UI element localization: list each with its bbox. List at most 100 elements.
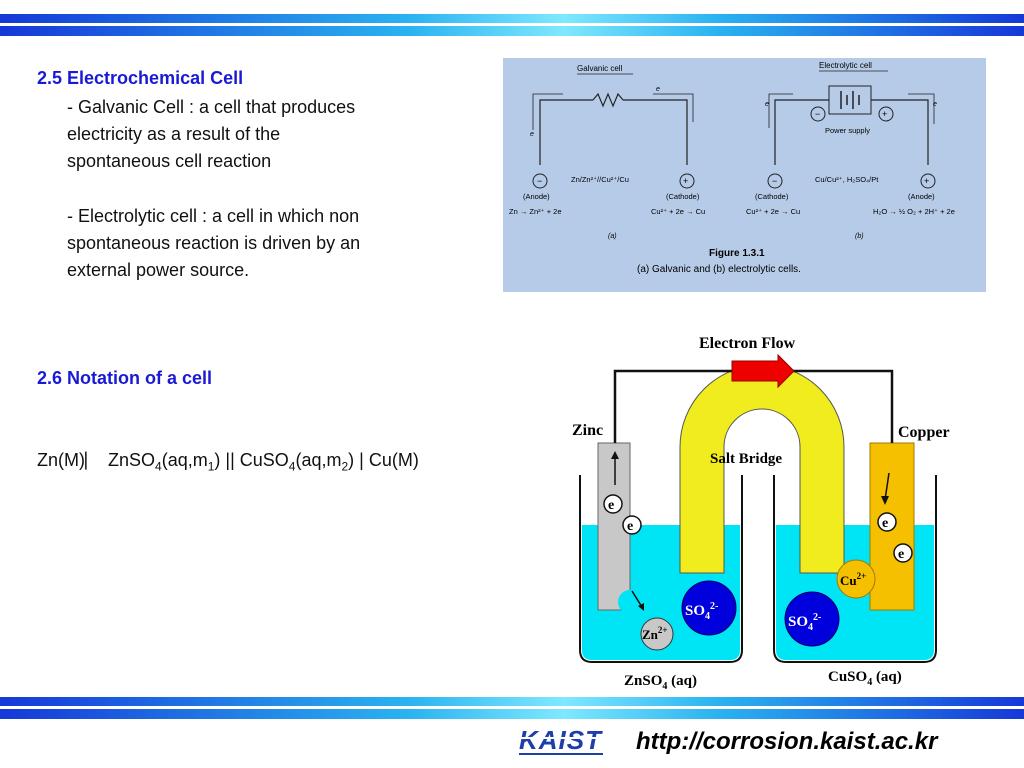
salt-bridge-label: Salt Bridge bbox=[710, 451, 782, 467]
minus-sign: − bbox=[537, 176, 542, 186]
power-supply-box bbox=[828, 85, 872, 115]
cu-reaction: Cu²⁺ + 2e → Cu bbox=[746, 207, 800, 216]
cell-notation: Zn(M)⎸ ZnSO4(aq,m1) || CuSO4(aq,m2) | Cu… bbox=[37, 447, 419, 481]
zn-reaction: Zn → Zn²⁺ + 2e bbox=[509, 207, 562, 216]
cathode-label: (Cathode) bbox=[755, 192, 789, 201]
text-line: spontaneous reaction is driven by an bbox=[67, 233, 361, 253]
a-label: (a) bbox=[608, 233, 617, 240]
galvanic-electrolytic-diagram: Galvanic cell Electrolytic cell e e − + … bbox=[509, 61, 955, 275]
kaist-logo: KAIST bbox=[519, 725, 603, 755]
electrolytic-wire-right bbox=[871, 99, 929, 165]
bottom-banner bbox=[0, 697, 1024, 719]
electrolytic-wire-left bbox=[774, 99, 829, 165]
cuso4-sub: 4 bbox=[867, 677, 872, 688]
electron-symbol: e bbox=[898, 547, 904, 562]
section-heading-electrochemical-cell: 2.5 Electrochemical Cell bbox=[37, 68, 244, 88]
notation-sub: 4 bbox=[155, 459, 162, 474]
text-line: - Electrolytic cell : a cell in which no… bbox=[67, 206, 360, 226]
cuso4-aq: (aq) bbox=[872, 669, 902, 685]
b-label: (b) bbox=[855, 233, 864, 240]
so4-sub: 4 bbox=[808, 622, 813, 633]
electron-arrow bbox=[653, 93, 694, 122]
figure-caption: (a) Galvanic and (b) electrolytic cells. bbox=[637, 264, 801, 275]
znso4-symbol: ZnSO bbox=[624, 673, 662, 689]
salt-bridge bbox=[679, 364, 845, 574]
text-line: electricity as a result of the bbox=[67, 124, 281, 144]
electron bbox=[603, 494, 623, 514]
right-beaker-outline bbox=[773, 475, 937, 663]
cu-charge: 2+ bbox=[857, 571, 867, 581]
anode-terminal bbox=[532, 173, 548, 189]
top-banner bbox=[0, 14, 1024, 36]
electron-symbol: e bbox=[627, 519, 633, 534]
e-label: e bbox=[933, 101, 937, 108]
notation-sub: 2 bbox=[341, 459, 349, 474]
cathode-terminal bbox=[767, 173, 783, 189]
so4-charge: 2- bbox=[813, 612, 821, 623]
zn-ion-label: Zn2+ bbox=[642, 625, 668, 642]
e-label: e bbox=[530, 131, 534, 138]
minus-sign: − bbox=[815, 109, 820, 119]
electron-symbol: e bbox=[882, 516, 888, 531]
cuso4-symbol: CuSO bbox=[828, 669, 867, 685]
notation-part: (aq,m bbox=[161, 450, 208, 470]
e-label: e bbox=[765, 101, 769, 108]
so4-charge: 2- bbox=[710, 601, 718, 612]
notation-part: (aq,m bbox=[295, 450, 342, 470]
plus-sign: + bbox=[683, 176, 688, 186]
cuso4-label: CuSO4 (aq) bbox=[828, 669, 902, 688]
znso4-sub: 4 bbox=[662, 681, 667, 692]
zn-symbol: Zn bbox=[642, 627, 659, 642]
electron-flow-arrow bbox=[731, 353, 795, 389]
so4-sub: 4 bbox=[705, 611, 710, 622]
cu-ion bbox=[836, 559, 876, 599]
copper-label: Copper bbox=[898, 424, 950, 441]
electron-symbol: e bbox=[608, 498, 614, 513]
znso4-aq: (aq) bbox=[667, 673, 697, 689]
galvanic-title: Galvanic cell bbox=[577, 64, 623, 73]
text-line: external power source. bbox=[67, 260, 250, 280]
galvanic-description: - Galvanic Cell : a cell that produces e… bbox=[67, 94, 355, 175]
anode-label: (Anode) bbox=[523, 192, 550, 201]
supply-minus-terminal bbox=[810, 106, 826, 122]
text-line: spontaneous cell reaction bbox=[67, 151, 272, 171]
plus-sign: + bbox=[924, 176, 929, 186]
left-beaker-outline bbox=[579, 475, 743, 663]
sulfate-ion-right bbox=[784, 591, 840, 647]
arrowhead bbox=[611, 451, 619, 459]
notation-sub: 4 bbox=[288, 459, 296, 474]
e-label: e bbox=[656, 86, 660, 93]
kaist-logo-text: KAIST bbox=[519, 725, 603, 755]
galvanic-notation: Zn/Zn²⁺//Cu²⁺/Cu bbox=[571, 175, 629, 184]
website-link[interactable]: http://corrosion.kaist.ac.kr bbox=[636, 728, 938, 755]
plus-sign: + bbox=[882, 109, 887, 119]
electrolytic-description: - Electrolytic cell : a cell in which no… bbox=[67, 203, 360, 284]
electron-arrow bbox=[768, 93, 793, 128]
electrolytic-title: Electrolytic cell bbox=[819, 61, 872, 70]
cu-reaction: Cu²⁺ + 2e → Cu bbox=[651, 207, 705, 216]
anode-terminal bbox=[920, 173, 936, 189]
section-heading-notation: 2.6 Notation of a cell bbox=[37, 368, 213, 388]
h2o-reaction: H₂O → ½ O₂ + 2H⁺ + 2e bbox=[873, 207, 955, 216]
electrolytic-notation: Cu/Cu²⁺, H₂SO₄/Pt bbox=[815, 175, 879, 184]
so4-symbol: SO bbox=[788, 614, 808, 630]
zn-charge: 2+ bbox=[658, 625, 668, 635]
cu-symbol: Cu bbox=[840, 573, 857, 588]
power-supply-label: Power supply bbox=[825, 126, 870, 135]
zn-ion bbox=[640, 617, 674, 651]
figure-title: Figure 1.3.1 bbox=[709, 248, 765, 259]
cu-ion-label: Cu2+ bbox=[840, 571, 866, 588]
arrowhead bbox=[638, 603, 644, 611]
notation-part: ) || CuSO bbox=[214, 450, 289, 470]
cathode-label: (Cathode) bbox=[666, 192, 700, 201]
electron-arrow bbox=[908, 93, 935, 124]
minus-sign: − bbox=[772, 176, 777, 186]
notation-part: ) | Cu(M) bbox=[348, 450, 419, 470]
so4-label: SO42- bbox=[788, 612, 821, 633]
electron-arrow bbox=[532, 93, 563, 130]
electron bbox=[877, 512, 897, 532]
resistor bbox=[592, 92, 624, 108]
textbook-figure: Galvanic cell Electrolytic cell e e − + … bbox=[503, 58, 986, 292]
electron bbox=[893, 543, 913, 563]
copper-electron-arrow bbox=[884, 472, 890, 501]
